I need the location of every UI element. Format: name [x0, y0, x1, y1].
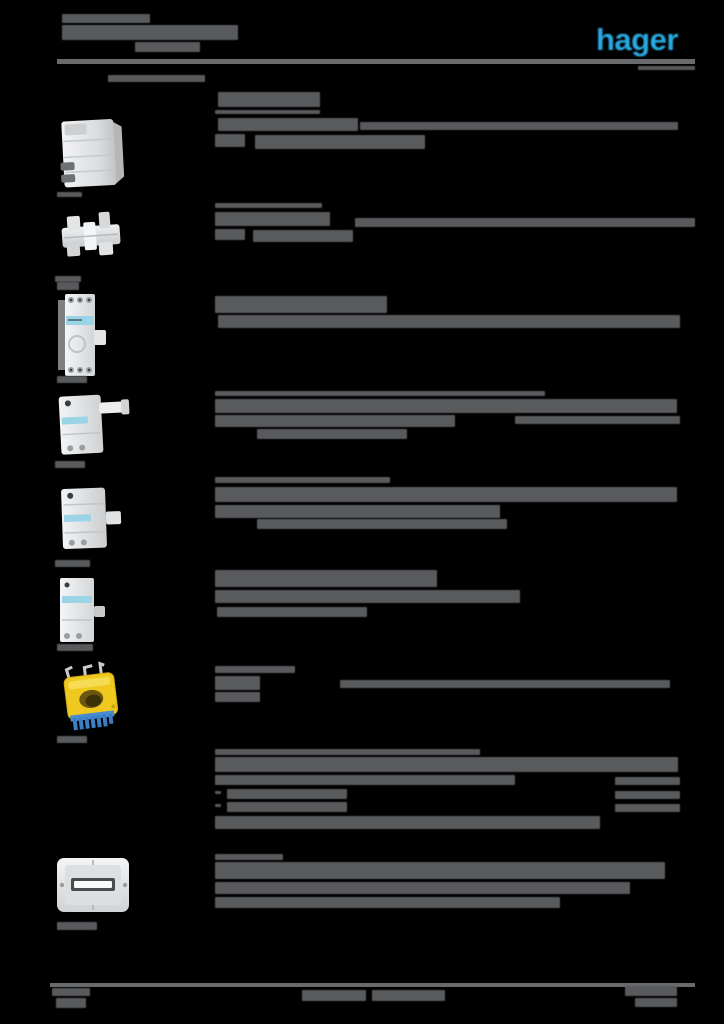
- timer-relay-module-photo: [56, 292, 108, 378]
- header-rule: [57, 59, 695, 64]
- footer-rule: [50, 983, 695, 987]
- modular-enclosure-photo: [57, 116, 129, 194]
- mounting-plate-photo: [55, 852, 133, 918]
- yellow-insulating-cap-photo: [58, 661, 124, 733]
- fuse-carrier-lever-photo: [56, 389, 132, 459]
- hager-logo: hager: [596, 22, 678, 57]
- circuit-breaker-photo: [56, 574, 108, 646]
- fuse-carrier-photo: [56, 484, 130, 552]
- din-rail-adapter-photo: [56, 210, 126, 260]
